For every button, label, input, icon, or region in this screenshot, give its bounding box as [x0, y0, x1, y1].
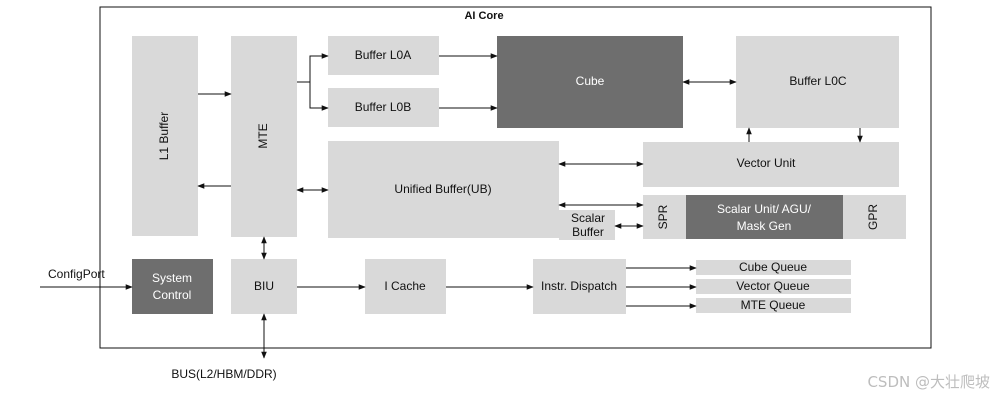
ai-core-title: AI Core	[464, 10, 503, 22]
spr-block: SPR	[643, 195, 686, 239]
mte-queue-block: MTE Queue	[696, 298, 851, 313]
gpr-label: GPR	[866, 204, 880, 230]
unified-buffer-block: Unified Buffer(UB)	[328, 141, 559, 238]
buffer-l0b-label: Buffer L0B	[355, 100, 411, 114]
vector-unit-label: Vector Unit	[737, 156, 796, 170]
scalar-buffer-label-1: Scalar	[571, 211, 605, 225]
ai-core-frame	[99, 6, 932, 349]
buffer-l0a-label: Buffer L0A	[355, 48, 411, 62]
scalar-buffer-block: Scalar Buffer	[559, 210, 615, 240]
system-control-label-1: System	[152, 271, 192, 285]
scalar-unit-block: Scalar Unit/ AGU/ Mask Gen	[686, 195, 843, 239]
i-cache-label: I Cache	[384, 279, 426, 293]
buffer-l0a-block: Buffer L0A	[328, 36, 439, 75]
mte-label: MTE	[256, 123, 270, 148]
spr-label: SPR	[656, 204, 670, 229]
vector-queue-label: Vector Queue	[736, 279, 810, 293]
buffer-l0b-block: Buffer L0B	[328, 88, 439, 127]
l1-buffer-label: L1 Buffer	[157, 112, 171, 160]
unified-buffer-label: Unified Buffer(UB)	[394, 182, 491, 196]
cube-block: Cube	[497, 36, 683, 128]
mte-queue-label: MTE Queue	[741, 298, 806, 312]
system-control-label-2: Control	[153, 288, 192, 302]
i-cache-block: I Cache	[365, 259, 446, 314]
system-control-block: System Control	[132, 259, 213, 314]
biu-label: BIU	[254, 279, 274, 293]
vector-queue-block: Vector Queue	[696, 279, 851, 294]
scalar-buffer-label-2: Buffer	[572, 225, 604, 239]
biu-block: BIU	[231, 259, 297, 314]
cube-queue-label: Cube Queue	[739, 260, 807, 274]
cube-queue-block: Cube Queue	[696, 260, 851, 275]
instr-dispatch-block: Instr. Dispatch	[533, 259, 626, 314]
watermark: CSDN @大壮爬坡	[867, 373, 990, 391]
scalar-unit-label-1: Scalar Unit/ AGU/	[717, 202, 812, 216]
buffer-l0c-label: Buffer L0C	[789, 74, 846, 88]
scalar-unit-label-2: Mask Gen	[737, 219, 792, 233]
vector-unit-block: Vector Unit	[643, 142, 899, 187]
gpr-block: GPR	[843, 195, 906, 239]
mte-block: MTE	[231, 36, 297, 237]
configport-label: ConfigPort	[48, 267, 105, 281]
buffer-l0c-block: Buffer L0C	[736, 36, 899, 128]
mte-to-l0a-arrow	[297, 53, 329, 83]
cube-label: Cube	[576, 74, 605, 88]
l1-buffer-block: L1 Buffer	[132, 36, 198, 236]
bus-label: BUS(L2/HBM/DDR)	[171, 367, 276, 381]
instr-dispatch-label: Instr. Dispatch	[541, 279, 617, 293]
mte-to-l0b-arrow	[309, 82, 329, 111]
